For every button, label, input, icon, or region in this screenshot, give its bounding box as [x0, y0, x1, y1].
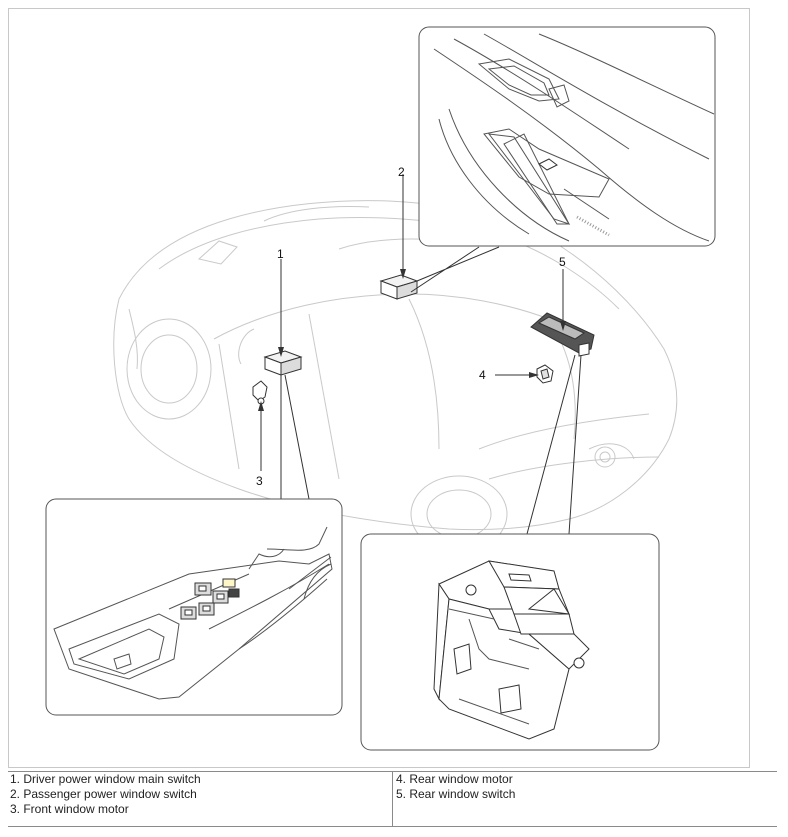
- legend-item-1: 1. Driver power window main switch: [10, 772, 201, 786]
- legend-table: 1. Driver power window main switch 2. Pa…: [8, 771, 777, 827]
- front-window-motor-part: [252, 380, 268, 405]
- car-outline: [113, 200, 678, 553]
- component-location-diagram: 1 2 3 4 5: [8, 8, 750, 768]
- legend-item-2: 2. Passenger power window switch: [10, 787, 197, 801]
- legend-item-3: 3. Front window motor: [10, 802, 129, 816]
- diagram-canvas: [45, 26, 716, 751]
- passenger-switch-part: [379, 274, 419, 300]
- callout-1: 1: [277, 247, 284, 261]
- callout-3: 3: [256, 474, 263, 488]
- legend-item-5: 5. Rear window switch: [396, 787, 516, 801]
- rear-window-motor-part: [536, 364, 554, 384]
- callout-5: 5: [559, 255, 566, 269]
- rear-switch-inset: [360, 533, 660, 751]
- passenger-door-inset: [418, 26, 716, 247]
- legend-column-left: 1. Driver power window main switch 2. Pa…: [8, 772, 393, 826]
- callout-2: 2: [398, 165, 405, 179]
- callout-4: 4: [479, 368, 486, 382]
- driver-switch-part: [263, 350, 303, 376]
- legend-item-4: 4. Rear window motor: [396, 772, 513, 786]
- driver-switch-inset: [45, 498, 343, 716]
- rear-switch-part: [530, 312, 595, 357]
- legend-column-right: 4. Rear window motor 5. Rear window swit…: [394, 772, 777, 826]
